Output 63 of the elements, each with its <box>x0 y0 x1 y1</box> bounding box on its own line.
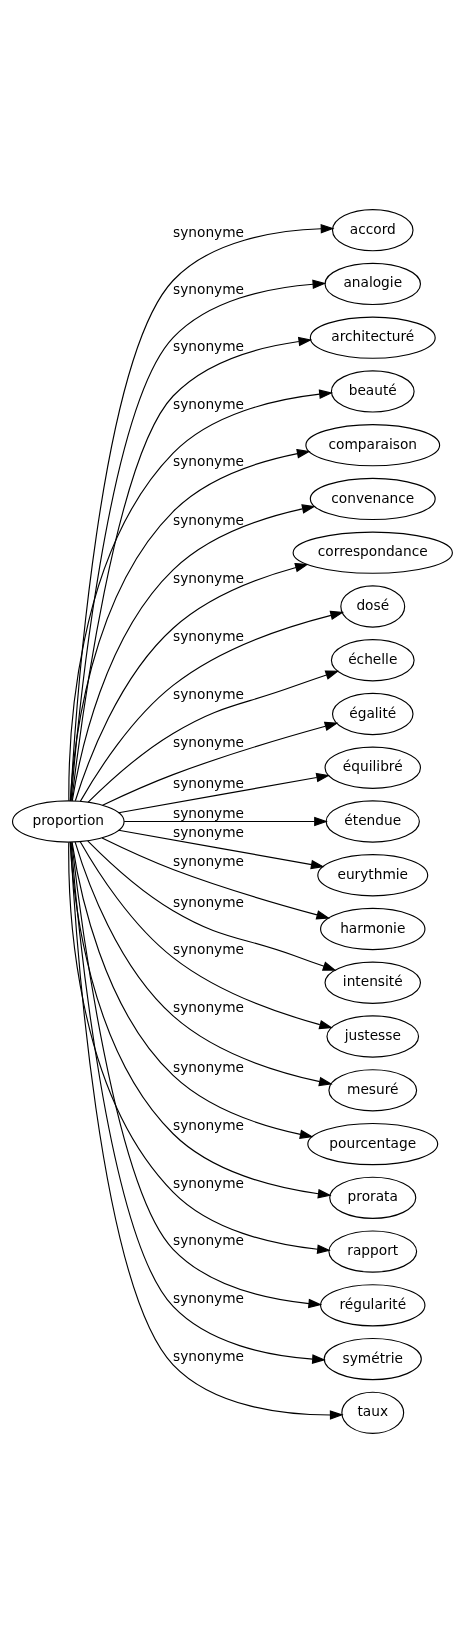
node-ellipse: taux <box>341 1391 405 1434</box>
edge-label: synonyme <box>173 1116 245 1133</box>
arrow <box>79 610 345 802</box>
arrow <box>79 841 333 1030</box>
edge-label: synonyme <box>173 999 245 1016</box>
node-ellipse: régularité <box>320 1284 426 1327</box>
arrow <box>102 721 339 806</box>
arrow <box>74 841 333 1087</box>
edge-label: synonyme <box>173 337 245 354</box>
node-ellipse: convenance <box>309 477 436 521</box>
edge-label: synonyme <box>173 628 245 645</box>
node-ellipse: harmonie <box>320 907 426 951</box>
edge-label: synonyme <box>173 1232 245 1249</box>
arrow <box>71 841 314 1140</box>
arrow <box>71 336 313 802</box>
node-ellipse: rapport <box>328 1230 418 1273</box>
edge-label: synonyme <box>173 733 245 750</box>
arrow <box>74 562 309 802</box>
node-ellipse: symétrie <box>323 1337 422 1381</box>
node-ellipse: architecturé <box>309 316 436 359</box>
node-ellipse: mesuré <box>328 1069 418 1112</box>
node-ellipse: pourcentage <box>307 1122 439 1166</box>
node-ellipse: étendue <box>325 800 420 843</box>
arrow <box>87 840 337 971</box>
node-ellipse: proportion <box>11 800 125 843</box>
edge-label: synonyme <box>173 685 245 702</box>
node-ellipse: accord <box>331 209 414 252</box>
node-ellipse: intensité <box>324 961 422 1004</box>
edge-label: synonyme <box>173 1289 245 1306</box>
edge-label: synonyme <box>173 893 245 910</box>
edge-label: synonyme <box>173 804 245 821</box>
node-ellipse: comparaison <box>305 424 441 467</box>
edge-label: synonyme <box>173 223 245 240</box>
edge-label: synonyme <box>173 774 245 791</box>
arrow <box>68 389 333 802</box>
edge-label: synonyme <box>173 940 245 957</box>
arrow <box>118 829 325 870</box>
arrow <box>87 670 340 803</box>
edge-label: synonyme <box>173 1175 245 1192</box>
arrow <box>123 816 328 827</box>
edge-label: synonyme <box>173 396 245 413</box>
edge-label: synonyme <box>173 453 245 470</box>
node-ellipse: justesse <box>326 1015 420 1058</box>
edge-label: synonyme <box>173 280 245 297</box>
node-ellipse: égalité <box>331 692 414 736</box>
node-ellipse: beauté <box>330 370 415 413</box>
arrow <box>101 837 331 920</box>
node-ellipse: équilibré <box>324 746 422 789</box>
arrow <box>69 448 311 802</box>
edge-label: synonyme <box>173 824 245 841</box>
edge-label: synonyme <box>173 1058 245 1075</box>
edge-label: synonyme <box>173 511 245 528</box>
edge-label: synonyme <box>173 1347 245 1364</box>
node-ellipse: analogie <box>324 262 422 306</box>
node-ellipse: prorata <box>329 1176 417 1219</box>
arrow <box>118 772 330 814</box>
arrow <box>71 504 316 802</box>
edge-label: synonyme <box>173 852 245 869</box>
edge-label: synonyme <box>173 570 245 587</box>
node-ellipse: échelle <box>330 639 415 682</box>
node-ellipse: eurythmie <box>317 854 429 897</box>
node-ellipse: dosé <box>340 585 406 628</box>
arrow <box>69 841 344 1420</box>
